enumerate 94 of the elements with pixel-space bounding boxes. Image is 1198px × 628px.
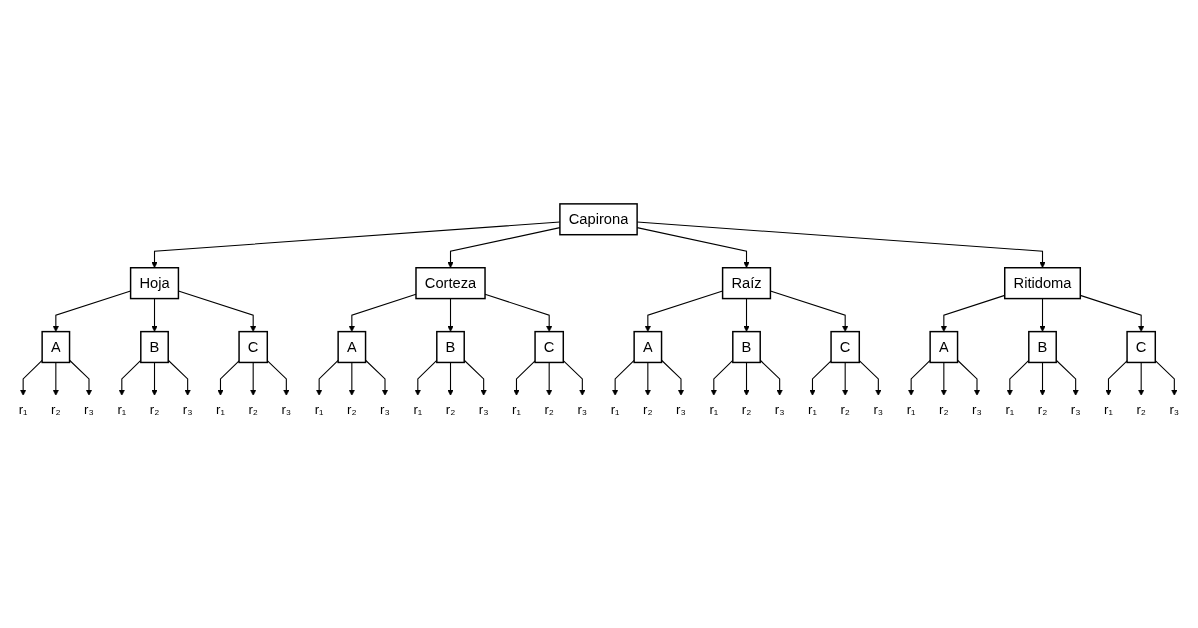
arrow (644, 361, 652, 396)
arrow (151, 361, 158, 396)
arrow (710, 359, 734, 396)
node-text: r₃ (676, 402, 686, 417)
arrow (217, 360, 240, 396)
node-text: r₁ (117, 402, 127, 417)
arrow (940, 361, 948, 396)
arrow (661, 359, 685, 396)
node-text: r₂ (840, 402, 850, 417)
arrow (52, 361, 60, 396)
node-box: C (534, 330, 565, 364)
node-text: r₁ (1104, 402, 1113, 417)
arrow (1039, 298, 1046, 332)
arrow (1138, 361, 1145, 396)
arrow (957, 359, 981, 396)
node-text: r₃ (1070, 402, 1081, 417)
node-box: B (732, 330, 761, 364)
node-text: r₃ (972, 402, 982, 417)
arrow (151, 298, 158, 332)
node-box: C (1126, 330, 1157, 364)
node-box: Ritidoma (1004, 267, 1082, 300)
arrow (118, 359, 142, 396)
arrow (611, 359, 635, 396)
arrow (250, 361, 257, 396)
arrow (546, 361, 553, 396)
node-text: r₃ (380, 402, 390, 417)
node-box: B (140, 330, 169, 364)
node-text: r₃ (577, 402, 588, 417)
arrow (1105, 360, 1128, 396)
node-text: r₁ (610, 402, 620, 417)
node-box: Capirona (559, 203, 638, 236)
node-text: r₂ (1037, 402, 1048, 417)
node-box: A (337, 330, 367, 364)
node-box: Raíz (721, 267, 772, 300)
arrow (743, 298, 750, 332)
arrow (858, 360, 882, 396)
arrow (167, 359, 191, 396)
node-box: B (436, 330, 465, 364)
node-text: r₃ (182, 402, 193, 417)
node-text: r₂ (741, 402, 752, 417)
arrow (907, 359, 931, 396)
arrow (414, 359, 438, 396)
arrow (513, 360, 536, 396)
arrow (1055, 359, 1079, 396)
node-text: r₂ (544, 402, 554, 417)
node-text: r₃ (1169, 402, 1180, 417)
node-text: r₁ (413, 402, 423, 417)
node-text: r₁ (808, 402, 817, 417)
node-box: Hoja (129, 267, 180, 300)
node-text: r₁ (314, 402, 324, 417)
arrow (463, 359, 487, 396)
node-box: C (238, 330, 269, 364)
arrow (348, 293, 417, 332)
node-text: r₂ (347, 402, 357, 417)
node-text: r₃ (281, 402, 292, 417)
arrow (1006, 359, 1030, 396)
arrow (1154, 360, 1178, 396)
node-text: r₃ (873, 402, 884, 417)
node-text: r₁ (709, 402, 719, 417)
node-text: r₁ (216, 402, 225, 417)
arrow (69, 359, 93, 396)
arrow (743, 361, 750, 396)
arrow (315, 359, 339, 396)
node-text: r₂ (248, 402, 258, 417)
node-box: A (41, 330, 71, 364)
arrow (365, 359, 389, 396)
node-text: r₂ (149, 402, 160, 417)
node-box: A (929, 330, 959, 364)
node-text: r₁ (906, 402, 916, 417)
node-text: r₃ (478, 402, 489, 417)
node-text: r₁ (18, 402, 28, 417)
arrow (447, 361, 454, 396)
node-text: r₂ (445, 402, 456, 417)
arrow (842, 361, 849, 396)
node-text: r₂ (51, 402, 61, 417)
arrow (266, 360, 290, 396)
node-text: r₃ (774, 402, 785, 417)
arrow (809, 360, 832, 396)
arrow (562, 360, 586, 396)
node-text: r₁ (512, 402, 521, 417)
arrow (348, 361, 356, 396)
node-text: r₂ (643, 402, 653, 417)
node-text: r₂ (1136, 402, 1146, 417)
node-text: r₃ (84, 402, 94, 417)
arrow (1039, 361, 1046, 396)
node-box: Corteza (415, 267, 486, 300)
arrow (19, 359, 43, 396)
node-box: A (633, 330, 663, 364)
arrow (759, 359, 783, 396)
arrow (447, 298, 454, 332)
node-text: r₁ (1005, 402, 1015, 417)
node-text: r₂ (939, 402, 949, 417)
node-box: B (1028, 330, 1057, 364)
node-box: C (830, 330, 861, 364)
